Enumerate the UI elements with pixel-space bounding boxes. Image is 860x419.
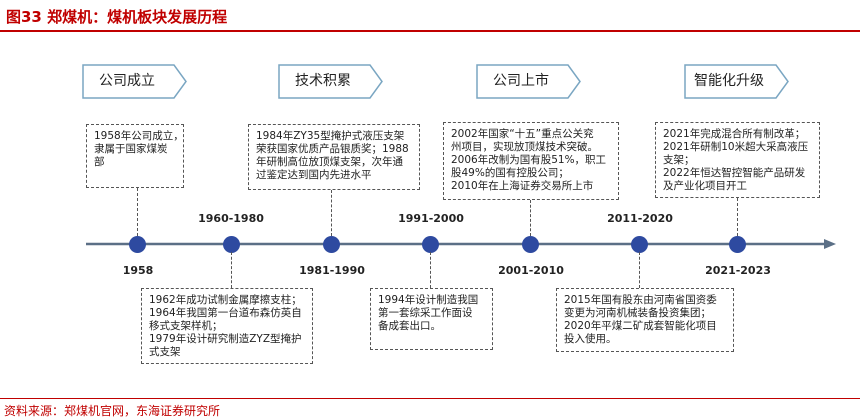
box-line: 1962年成功试制金属摩擦支柱； <box>149 294 302 306</box>
chevron-arrow-icon <box>82 64 187 99</box>
box-line: 部 <box>94 156 105 168</box>
milestone-box-1991-2000: 1994年设计制造我国 第一套综采工作面设 备成套出口。 <box>370 288 493 350</box>
timeline-dot <box>631 236 648 253</box>
box-line: 1994年设计制造我国 <box>378 294 479 306</box>
arrow-head-icon <box>824 239 836 249</box>
box-line: 2006年改制为国有股51%，职工 <box>451 154 607 166</box>
box-line: 第一套综采工作面设 <box>378 307 473 319</box>
connector-line <box>331 190 332 236</box>
box-line: 2021年完成混合所有制改革； <box>663 128 806 140</box>
box-line: 2015年国有股东由河南省国资委 <box>564 294 717 306</box>
box-line: 2020年平煤二矿成套智能化项目 <box>564 320 717 332</box>
box-line: 2022年恒达智控智能产品研发 <box>663 167 806 179</box>
connector-line <box>430 252 431 288</box>
box-line: 变更为河南机械装备投资集团； <box>564 307 711 319</box>
box-line: 1958年公司成立， <box>94 130 184 142</box>
timeline-dot <box>129 236 146 253</box>
chevron-arrow-icon <box>278 64 383 99</box>
box-line: 荣获国家优质产品银质奖；1988 <box>256 143 409 155</box>
phase-label: 公司上市 <box>493 73 549 89</box>
box-line: 投入使用。 <box>564 333 617 345</box>
box-line: 支架； <box>663 154 695 166</box>
timeline-dot <box>729 236 746 253</box>
year-label: 1960-1980 <box>198 212 264 225</box>
connector-line <box>231 252 232 288</box>
timeline-dot <box>422 236 439 253</box>
year-label: 2001-2010 <box>498 264 564 277</box>
year-label: 1991-2000 <box>398 212 464 225</box>
year-label: 2011-2020 <box>607 212 673 225</box>
phase-label: 公司成立 <box>99 73 155 89</box>
source-note: 资料来源：郑煤机官网，东海证券研究所 <box>4 404 221 418</box>
milestone-box-1960-1980: 1962年成功试制金属摩擦支柱； 1964年我国第一台道布森仿英自 移式支架样机… <box>141 288 313 364</box>
year-label: 1958 <box>122 264 154 277</box>
figure-title: 图33 郑煤机：煤机板块发展历程 <box>6 8 228 26</box>
box-line: 1964年我国第一台道布森仿英自 <box>149 307 302 319</box>
milestone-box-1958: 1958年公司成立， 隶属于国家煤炭 部 <box>86 124 184 188</box>
box-line: 2002年国家“十五”重点公关兖 <box>451 128 594 140</box>
box-line: 2021年研制10米超大采高液压 <box>663 141 809 153</box>
box-line: 隶属于国家煤炭 <box>94 143 168 155</box>
box-line: 移式支架样机； <box>149 320 223 332</box>
timeline-dot <box>323 236 340 253</box>
chevron-arrow-icon <box>476 64 581 99</box>
connector-line <box>639 252 640 288</box>
chevron-arrow-icon <box>684 64 789 99</box>
box-line: 州项目，实现放顶煤技术突破。 <box>451 141 598 153</box>
box-line: 股49%的国有控股公司； <box>451 167 569 179</box>
box-line: 1979年设计研究制造ZYZ型掩护 <box>149 333 302 345</box>
year-label: 1981-1990 <box>299 264 365 277</box>
connector-line <box>137 188 138 236</box>
milestone-box-2021-2023: 2021年完成混合所有制改革； 2021年研制10米超大采高液压 支架； 202… <box>655 122 820 198</box>
box-line: 年研制高位放顶煤支架，次年通 <box>256 156 403 168</box>
connector-line <box>737 198 738 236</box>
box-line: 及产业化项目开工 <box>663 180 747 192</box>
year-label: 2021-2023 <box>705 264 771 277</box>
box-line: 1984年ZY35型掩护式液压支架 <box>256 130 405 142</box>
title-rule <box>0 30 860 32</box>
timeline-dot <box>223 236 240 253</box>
timeline-dot <box>522 236 539 253</box>
box-line: 备成套出口。 <box>378 320 441 332</box>
milestone-box-2011-2020: 2015年国有股东由河南省国资委 变更为河南机械装备投资集团； 2020年平煤二… <box>556 288 734 352</box>
box-line: 过鉴定达到国内先进水平 <box>256 169 372 181</box>
phase-label: 技术积累 <box>295 73 351 89</box>
timeline-axis <box>86 239 836 249</box>
milestone-box-1981-1990: 1984年ZY35型掩护式液压支架 荣获国家优质产品银质奖；1988 年研制高位… <box>248 124 420 190</box>
box-line: 2010年在上海证券交易所上市 <box>451 180 594 192</box>
footer-rule <box>0 398 860 399</box>
box-line: 式支架 <box>149 346 181 358</box>
phase-label: 智能化升级 <box>694 73 764 89</box>
connector-line <box>530 200 531 236</box>
milestone-box-2001-2010: 2002年国家“十五”重点公关兖 州项目，实现放顶煤技术突破。 2006年改制为… <box>443 122 619 200</box>
